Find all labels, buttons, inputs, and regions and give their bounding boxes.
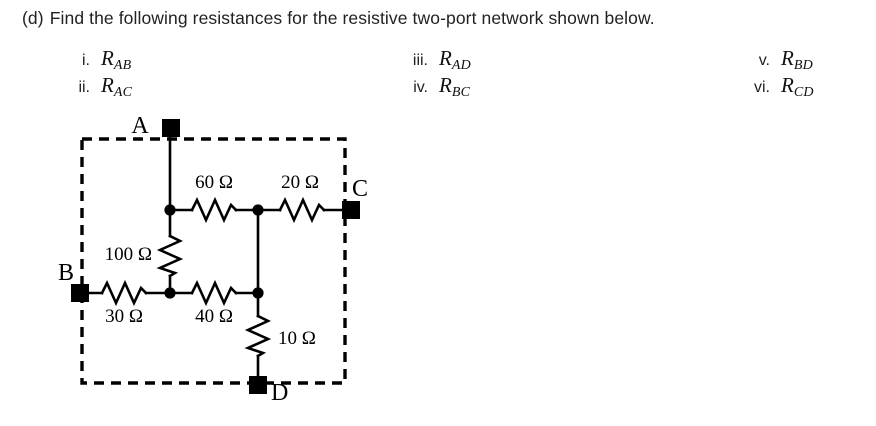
resistance-symbol: RCD xyxy=(781,73,814,101)
subquestion-item-iv: iv. RBC xyxy=(398,73,471,100)
resistance-subscript: BC xyxy=(451,84,471,100)
subquestion-item-iii: iii. RAD xyxy=(398,46,471,73)
terminal-label-d: D xyxy=(271,380,288,406)
junction-node-n3 xyxy=(164,287,176,299)
resistance-letter: R xyxy=(781,73,794,97)
subquestion-number: iv. xyxy=(413,79,428,96)
resistor-label-40-ohm: 40 Ω xyxy=(195,306,233,327)
terminal-label-c: C xyxy=(352,176,368,202)
subquestion-number: i. xyxy=(82,52,90,69)
subquestion-number: v. xyxy=(758,52,770,69)
resistor-label-100-ohm: 100 Ω xyxy=(105,244,152,265)
two-port-boundary xyxy=(80,137,347,385)
resistance-letter: R xyxy=(101,46,114,70)
resistor-10-ohm xyxy=(244,314,272,358)
resistor-label-60-ohm: 60 Ω xyxy=(195,172,233,193)
terminal-label-a: A xyxy=(131,113,149,139)
circuit-diagram: A B C D 60 Ω 20 Ω 100 Ω 30 Ω 40 Ω 10 Ω xyxy=(40,108,400,418)
resistance-letter: R xyxy=(781,46,794,70)
resistor-40-ohm xyxy=(190,279,238,307)
subquestion-item-v: v. RBD xyxy=(742,46,814,73)
resistor-100-ohm xyxy=(156,234,184,278)
subquestion-number: ii. xyxy=(78,79,90,96)
resistor-label-10-ohm: 10 Ω xyxy=(278,328,316,349)
resistance-subscript: BD xyxy=(793,57,813,73)
question-text: Find the following resistances for the r… xyxy=(49,8,655,28)
subquestion-item-vi: vi. RCD xyxy=(742,73,814,100)
resistance-symbol: RAD xyxy=(439,46,471,74)
resistance-subscript: AD xyxy=(451,57,471,73)
subquestion-item-ii: ii. RAC xyxy=(64,73,132,100)
terminal-c-pad[interactable] xyxy=(342,201,360,219)
subquestion-column-2: iii. RAD iv. RBC xyxy=(398,46,471,100)
terminal-a-pad[interactable] xyxy=(162,119,180,137)
resistance-symbol: RBC xyxy=(439,73,470,101)
resistance-symbol: RBD xyxy=(781,46,813,74)
junction-node-n4 xyxy=(252,287,264,299)
resistance-subscript: AC xyxy=(113,84,133,100)
circuit-schematic: A B C D 60 Ω 20 Ω 100 Ω 30 Ω 40 Ω 10 Ω xyxy=(58,113,368,406)
resistance-symbol: RAC xyxy=(101,73,132,101)
subquestion-number: iii. xyxy=(412,52,428,69)
resistor-label-30-ohm: 30 Ω xyxy=(105,306,143,327)
resistor-label-20-ohm: 20 Ω xyxy=(281,172,319,193)
question-heading: (d)Find the following resistances for th… xyxy=(22,7,655,29)
resistance-subscript: AB xyxy=(113,57,132,73)
subquestion-number: vi. xyxy=(754,79,770,96)
junction-node-n2 xyxy=(252,204,264,216)
resistance-letter: R xyxy=(439,46,452,70)
resistor-60-ohm xyxy=(190,196,238,224)
terminal-label-b: B xyxy=(58,260,74,286)
terminal-d-pad[interactable] xyxy=(249,376,267,394)
terminal-b-pad[interactable] xyxy=(71,284,89,302)
resistance-subscript: CD xyxy=(793,84,814,100)
question-marker: (d) xyxy=(22,8,44,28)
junction-node-n1 xyxy=(164,204,176,216)
subquestion-column-3: v. RBD vi. RCD xyxy=(742,46,814,100)
resistor-20-ohm xyxy=(278,196,326,224)
resistance-letter: R xyxy=(101,73,114,97)
resistance-symbol: RAB xyxy=(101,46,131,74)
resistor-30-ohm xyxy=(100,279,148,307)
subquestion-item-i: i. RAB xyxy=(64,46,132,73)
resistance-letter: R xyxy=(439,73,452,97)
subquestion-column-1: i. RAB ii. RAC xyxy=(64,46,132,100)
